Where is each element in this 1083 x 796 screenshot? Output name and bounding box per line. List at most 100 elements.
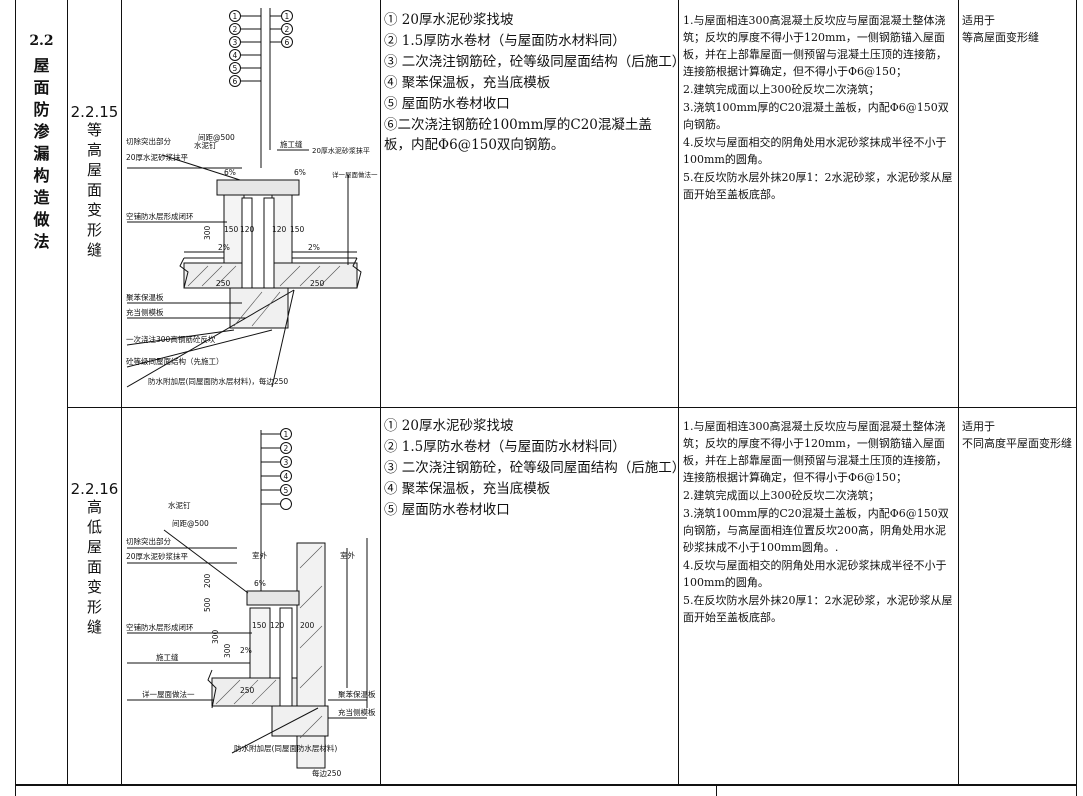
dimension-text: 120 — [240, 225, 255, 234]
dimension-text: 250 — [240, 686, 255, 695]
materials-list: ① 20厚水泥砂浆找坡 ② 1.5厚防水卷材（与屋面防水材料同） ③ 二次浇注钢… — [384, 416, 676, 521]
drawing-label: 砼等级同屋面结构（先施工） — [126, 356, 224, 366]
note-item: 2.建筑完成面以上300砼反坎二次浇筑； — [683, 489, 880, 502]
dimension-text: 250 — [310, 279, 325, 288]
detail-code: 2.2.16 — [70, 480, 119, 498]
note-item: 4.反坎与屋面相交的阴角处用水泥砂浆抹成半径不小于100mm的圆角。 — [683, 559, 947, 589]
table-border-left — [15, 0, 16, 796]
drawing-label: 水泥钉 — [168, 500, 191, 510]
callout-number: 6 — [233, 77, 238, 86]
applies-cell: 适用于 不同高度平屋面变形缝 — [962, 418, 1074, 782]
drawing-label: 切除突出部分 — [126, 136, 171, 146]
callout-number: 2 — [284, 444, 289, 453]
material-item: ④ 聚苯保温板，充当底模板 — [384, 75, 551, 91]
applies-value: 等高屋面变形缝 — [962, 31, 1039, 44]
note-item: 3.浇筑100mm厚的C20混凝土盖板，内配Φ6@150双向钢筋，与高屋面相连位… — [683, 507, 949, 554]
callout-number: 3 — [284, 458, 289, 467]
material-item: ① 20厚水泥砂浆找坡 — [384, 12, 514, 28]
dimension-text: 150 — [252, 621, 267, 630]
material-item: ⑤ 屋面防水卷材收口 — [384, 502, 510, 518]
drawing-label: 室外 — [340, 550, 355, 560]
dimension-text: 300 — [203, 225, 212, 240]
drawing-label: 聚苯保温板 — [126, 292, 164, 302]
callout-number: 6 — [285, 38, 290, 47]
material-item: ③ 二次浇注钢筋砼，砼等级同屋面结构（后施工） — [384, 460, 676, 476]
table-divider — [678, 0, 679, 784]
dimension-text: 500 — [203, 597, 212, 612]
dimension-text: 6% — [224, 168, 236, 177]
detail-name: 高 低 屋 面 变 形 缝 — [86, 498, 102, 636]
dimension-text: 300 — [211, 629, 220, 644]
callout-number: 5 — [284, 486, 289, 495]
drawing-label: 防水附加层(同屋面防水层材料)，每边250 — [148, 376, 288, 386]
detail-drawing-different-height: 1 2 3 4 5 水泥钉 间距@500 切除突出部分 20厚水泥砂浆抹平 室外… — [122, 408, 380, 784]
material-item: ③ 二次浇注钢筋砼，砼等级同屋面结构（后施工） — [384, 54, 676, 70]
callout-number: 2 — [233, 25, 238, 34]
materials-cell: ① 20厚水泥砂浆找坡 ② 1.5厚防水卷材（与屋面防水材料同） ③ 二次浇注钢… — [384, 10, 676, 406]
drawing-label: 施工缝 — [156, 652, 179, 662]
table-divider — [958, 0, 959, 784]
drawing-label: 间距@500 — [198, 133, 235, 142]
dimension-text: 2% — [218, 243, 230, 252]
detail-name: 等 高 屋 面 变 形 缝 — [86, 121, 102, 259]
drawing-label: 切除突出部分 — [126, 536, 171, 546]
callout-number: 1 — [285, 12, 290, 21]
applies-label: 适用于 — [962, 14, 995, 27]
dimension-text: 250 — [216, 279, 231, 288]
dimension-text: 150 — [290, 225, 305, 234]
dimension-text: 200 — [203, 573, 212, 588]
table-divider — [121, 0, 122, 784]
applies-label: 适用于 — [962, 420, 995, 433]
callout-number: 1 — [284, 430, 289, 439]
drawing-label: 充当侧模板 — [338, 707, 376, 717]
materials-list: ① 20厚水泥砂浆找坡 ② 1.5厚防水卷材（与屋面防水材料同） ③ 二次浇注钢… — [384, 10, 676, 155]
drawing-label: 防水附加层(同屋面防水层材料) — [234, 743, 337, 753]
drawing-label: 每边250 — [312, 768, 342, 778]
callout-number: 3 — [233, 38, 238, 47]
note-item: 5.在反坎防水层外抹20厚1：2水泥砂浆，水泥砂浆从屋面开始至盖板底部。 — [683, 171, 953, 201]
dimension-text: 6% — [294, 168, 306, 177]
callout-number: 5 — [233, 64, 238, 73]
drawing-label: 施工缝 — [280, 139, 303, 149]
section-title: 屋 面 防 渗 漏 构 造 做 法 — [33, 56, 50, 251]
table-divider — [380, 0, 381, 784]
drawing-label: 间距@500 — [172, 519, 209, 528]
table-divider — [67, 0, 68, 784]
detail-code: 2.2.15 — [70, 103, 119, 121]
note-item: 2.建筑完成面以上300砼反坎二次浇筑； — [683, 83, 880, 96]
material-item: ⑥二次浇注钢筋砼100mm厚的C20混凝土盖板，内配Φ6@150双向钢筋。 — [384, 117, 652, 153]
material-item: ② 1.5厚防水卷材（与屋面防水材料同） — [384, 33, 626, 49]
applies-cell: 适用于 等高屋面变形缝 — [962, 12, 1074, 404]
callout-number: 4 — [284, 472, 289, 481]
drawing-label: 20厚水泥砂浆抹平 — [312, 146, 370, 155]
drawing-label: 充当侧模板 — [126, 307, 164, 317]
materials-cell: ① 20厚水泥砂浆找坡 ② 1.5厚防水卷材（与屋面防水材料同） ③ 二次浇注钢… — [384, 416, 676, 782]
dimension-text: 2% — [240, 646, 252, 655]
drawing-label: 水泥钉 — [194, 140, 217, 150]
dimension-text: 300 — [223, 643, 232, 658]
material-item: ④ 聚苯保温板，充当底模板 — [384, 481, 551, 497]
row-code-cell: 2.2.16 高 低 屋 面 变 形 缝 — [68, 408, 121, 784]
dimension-text: 6% — [254, 579, 266, 588]
callout-number: 4 — [233, 51, 238, 60]
dimension-text: 200 — [300, 621, 315, 630]
drawing-label: 详一屋面做法一 — [142, 689, 195, 699]
note-item: 1.与屋面相连300高混凝土反坎应与屋面混凝土整体浇筑；反坎的厚度不得小于120… — [683, 420, 947, 484]
callout-number: 2 — [285, 25, 290, 34]
material-item: ② 1.5厚防水卷材（与屋面防水材料同） — [384, 439, 626, 455]
notes-cell: 1.与屋面相连300高混凝土反坎应与屋面混凝土整体浇筑；反坎的厚度不得小于120… — [683, 418, 955, 782]
table-border-right — [1076, 0, 1077, 796]
dimension-text: 2% — [308, 243, 320, 252]
row-divider — [67, 407, 1077, 408]
dimension-text: 120 — [272, 225, 287, 234]
section-number: 2.2 — [29, 33, 54, 49]
drawing-label: 空铺防水层形成闭环 — [126, 622, 194, 632]
material-item: ⑤ 屋面防水卷材收口 — [384, 96, 510, 112]
drawing-label: 空铺防水层形成闭环 — [126, 211, 194, 221]
footer-divider — [716, 786, 717, 796]
dimension-text: 120 — [270, 621, 285, 630]
callout-number: 1 — [233, 12, 238, 21]
detail-drawing-equal-height: 1 2 3 4 5 6 1 2 6 水泥钉 间距@500 切除突出部分 20厚水… — [122, 0, 380, 407]
note-item: 3.浇筑100mm厚的C20混凝土盖板，内配Φ6@150双向钢筋。 — [683, 101, 949, 131]
